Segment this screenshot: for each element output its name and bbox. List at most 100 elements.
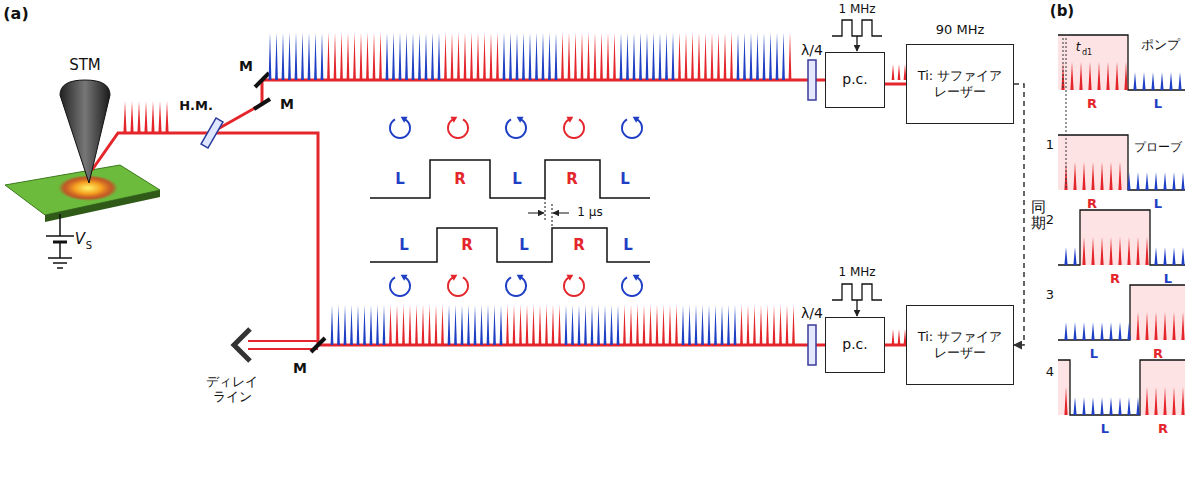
laser-pulse <box>669 305 672 345</box>
laser-pulse <box>1163 387 1166 415</box>
polarization-arrowhead <box>450 275 457 281</box>
annotation-label: 2 <box>1046 213 1054 228</box>
laser-pulse <box>477 32 480 80</box>
laser-pulse <box>1163 312 1166 340</box>
laser-pulse <box>1079 62 1082 90</box>
polarization-waveform <box>370 160 650 198</box>
laser-beam <box>216 133 318 345</box>
laser-pulse <box>1115 62 1118 90</box>
laser-pulse <box>467 305 470 345</box>
annotation-label: ディレイ ライン <box>202 375 262 405</box>
pulse-train <box>123 101 168 133</box>
laser-pulse <box>594 32 597 80</box>
laser-pulse <box>1163 172 1166 190</box>
laser-pulse <box>1127 172 1130 190</box>
laser-pulse <box>1142 72 1145 90</box>
annotation-label: L <box>1101 422 1109 437</box>
laser-pulse <box>659 32 662 80</box>
laser-pulse <box>435 305 438 345</box>
process-box: Ti: サファイア レーザー <box>906 44 1014 124</box>
laser-pulse <box>373 32 376 80</box>
laser-pulse <box>892 329 895 345</box>
laser-pulse <box>1163 247 1166 265</box>
polarization-arrowhead <box>633 275 640 281</box>
laser-pulse <box>438 32 441 80</box>
laser-pulse <box>898 64 901 80</box>
pulse-train <box>123 32 1185 415</box>
laser-pulse <box>386 32 389 80</box>
annotation-label: d1 <box>1082 48 1092 57</box>
laser-pulse <box>1091 322 1094 340</box>
mirror <box>254 73 325 352</box>
laser-pulse <box>415 305 418 345</box>
bias-circuit <box>46 235 74 237</box>
annotation-label: L <box>512 171 522 188</box>
laser-pulse <box>376 305 379 345</box>
laser-beam <box>885 83 906 86</box>
laser-pulse <box>685 32 688 80</box>
delay-line <box>234 329 250 361</box>
annotation-label: 1 μs <box>577 206 602 220</box>
annotation-label: λ/4 <box>801 42 823 58</box>
laser-pulse <box>782 32 785 80</box>
polarization-waveform <box>370 228 650 262</box>
modulation-signal <box>856 300 857 316</box>
laser-pulse <box>743 32 746 80</box>
laser-beam <box>92 80 825 349</box>
annotation-label: STM <box>69 57 101 74</box>
sync-line <box>1014 84 1024 345</box>
laser-pulse <box>753 305 756 345</box>
laser-pulse <box>1154 312 1157 340</box>
laser-pulse <box>327 32 330 80</box>
high-level-shade <box>1058 135 1128 190</box>
laser-pulse <box>652 32 655 80</box>
laser-pulse <box>600 32 603 80</box>
annotation-label: 90 MHz <box>936 23 985 38</box>
laser-pulse <box>691 32 694 80</box>
modulation-signal <box>832 20 882 36</box>
pulse-train <box>892 329 907 345</box>
laser-pulse <box>457 32 460 80</box>
annotation-label: S <box>86 240 92 252</box>
laser-pulse <box>633 32 636 80</box>
laser-pulse <box>383 305 386 345</box>
polarization-arrow <box>448 119 468 138</box>
stm-sample <box>5 165 160 222</box>
laser-pulse <box>474 305 477 345</box>
laser-pulse <box>379 32 382 80</box>
laser-pulse <box>649 305 652 345</box>
bias-circuit <box>46 214 74 268</box>
delay-marker <box>1066 38 1067 190</box>
laser-pulse <box>308 32 311 80</box>
laser-pulse <box>1073 322 1076 340</box>
pulse-train <box>269 32 792 80</box>
laser-pulse <box>321 32 324 80</box>
laser-pulse <box>1136 397 1139 415</box>
polarization-waveform <box>528 213 544 214</box>
annotation-label: L <box>1090 347 1098 362</box>
box-label: Ti: サファイア レーザー <box>915 329 1005 362</box>
annotation-label: R <box>1110 272 1120 287</box>
laser-pulse <box>496 32 499 80</box>
laser-pulse <box>1064 387 1067 415</box>
laser-pulse <box>756 32 759 80</box>
laser-pulse <box>617 305 620 345</box>
polarization-arrow <box>390 119 410 138</box>
process-box: p.c. <box>825 317 885 373</box>
laser-pulse <box>584 305 587 345</box>
laser-pulse <box>591 305 594 345</box>
laser-pulse <box>340 32 343 80</box>
annotation-label: t <box>1076 41 1081 55</box>
quarter-wave-plate <box>808 60 816 100</box>
laser-pulse <box>1088 62 1091 90</box>
laser-pulse <box>1172 387 1175 415</box>
laser-pulse <box>1118 162 1121 190</box>
annotation-label: R <box>1158 422 1168 437</box>
laser-pulse <box>448 305 451 345</box>
box-label: p.c. <box>842 71 867 89</box>
laser-pulse <box>405 32 408 80</box>
laser-pulse <box>695 305 698 345</box>
polarization-arrowhead <box>517 117 524 123</box>
annotation-label: V <box>75 231 85 248</box>
timing-waveform <box>1058 360 1185 415</box>
